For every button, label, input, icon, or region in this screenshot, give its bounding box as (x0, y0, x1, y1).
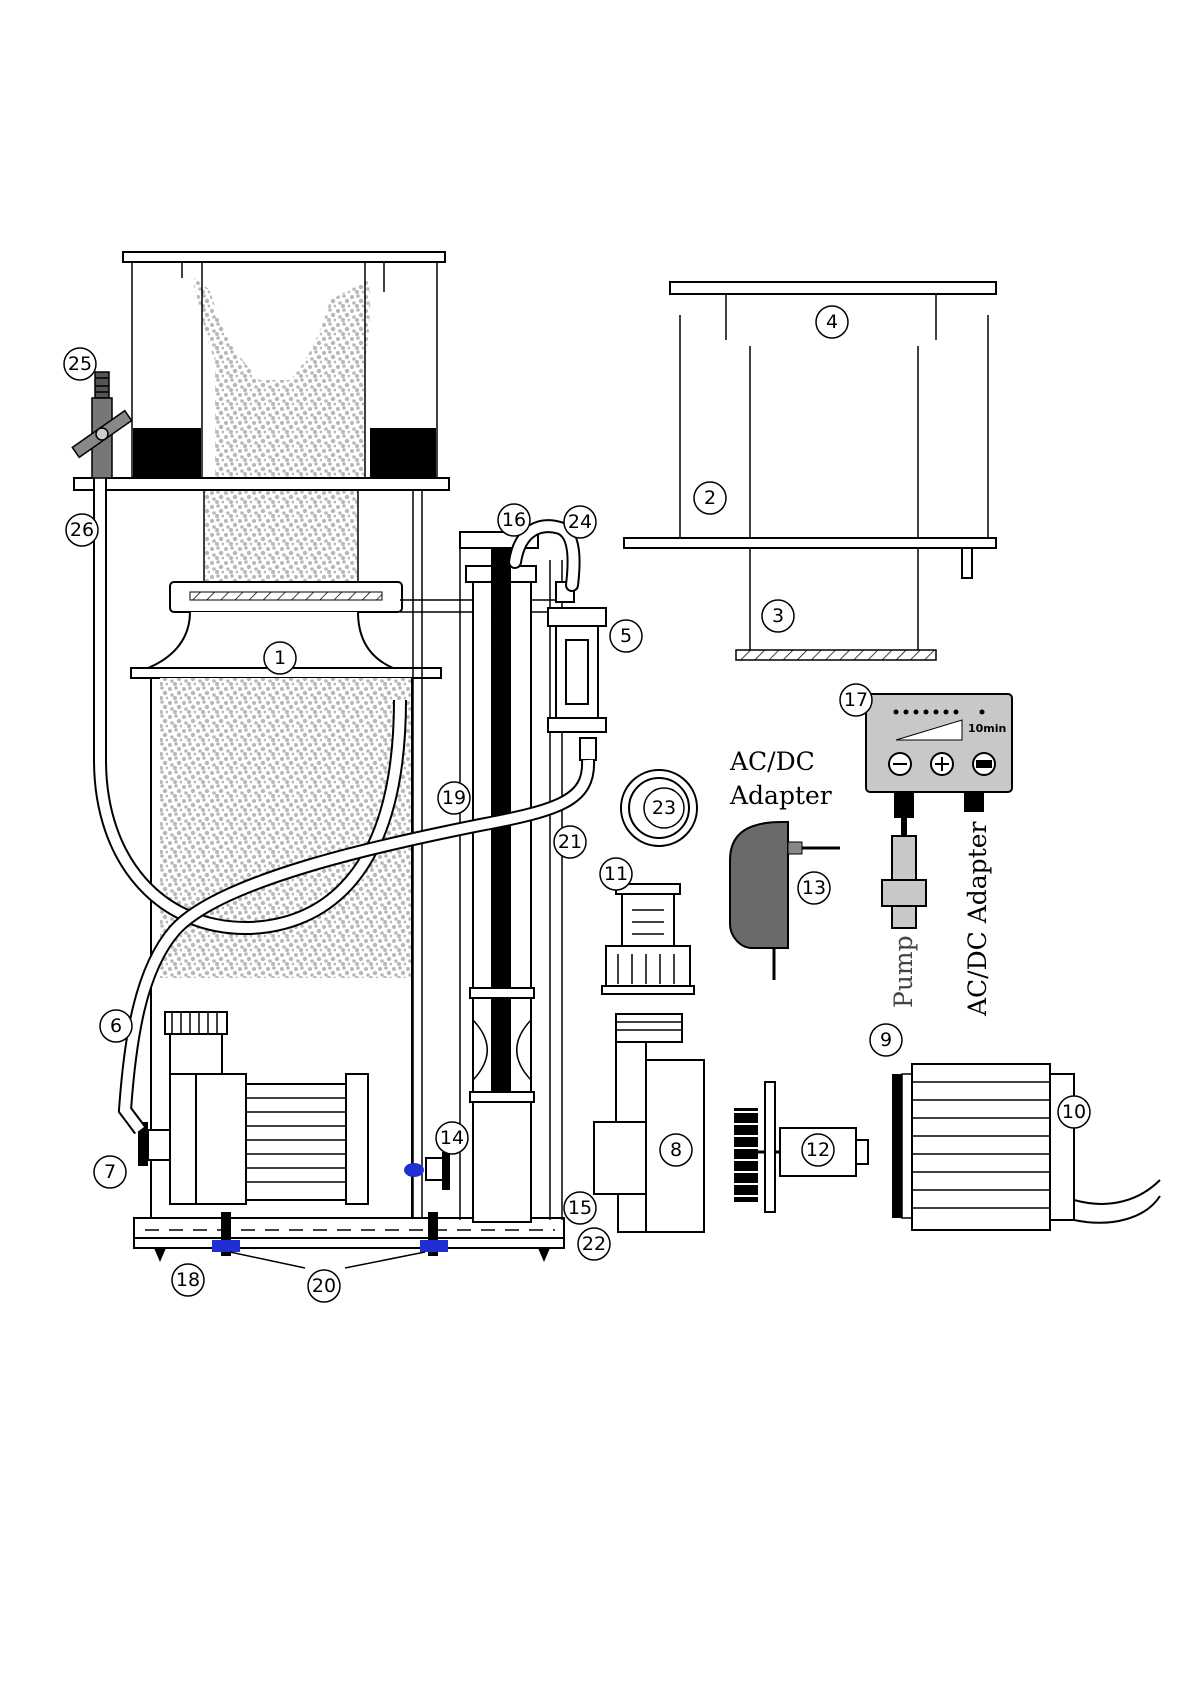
callout-4: 4 (816, 306, 848, 338)
flow-meter (548, 582, 606, 760)
neck-foam (205, 490, 357, 586)
callout-label: 16 (502, 509, 526, 531)
callout-label: 2 (704, 487, 716, 509)
foot-right (538, 1248, 550, 1262)
callout-23: 23 (644, 788, 684, 828)
internal-column (460, 532, 562, 1222)
adapter-caption-line1: AC/DC (729, 747, 815, 776)
callout-14: 14 (436, 1122, 468, 1154)
callout-20: 20 (308, 1270, 340, 1302)
spare-cup (624, 282, 996, 660)
callout-15: 15 (564, 1192, 596, 1224)
controller-timer-label: 10min (968, 722, 1006, 735)
callout-label: 15 (568, 1197, 592, 1219)
callout-25: 25 (64, 348, 96, 380)
callout-24: 24 (564, 506, 596, 538)
callout-19: 19 (438, 782, 470, 814)
pump (138, 1012, 368, 1204)
cup-foam (190, 275, 370, 478)
callout-label: 18 (176, 1269, 200, 1291)
motor-9-10 (892, 1064, 1160, 1230)
cup-lid (123, 252, 445, 262)
callout-10: 10 (1058, 1096, 1090, 1128)
impeller-12 (734, 1082, 868, 1212)
callout-label: 10 (1062, 1101, 1086, 1123)
callout-label: 19 (442, 787, 466, 809)
callout-label: 1 (274, 647, 286, 669)
callout-label: 20 (312, 1275, 336, 1297)
callout-label: 5 (620, 625, 632, 647)
callout-label: 22 (582, 1233, 606, 1255)
callout-1: 1 (264, 642, 296, 674)
callout-label: 24 (568, 511, 592, 533)
callout-22: 22 (578, 1228, 610, 1260)
callout-21: 21 (554, 826, 586, 858)
base-bottom-strip (134, 1238, 564, 1248)
callout-6: 6 (100, 1010, 132, 1042)
neck-gasket-hatch (190, 592, 382, 600)
callout-12: 12 (802, 1134, 834, 1166)
cup-dark-ring-left (133, 428, 201, 478)
callout-17: 17 (840, 684, 872, 716)
callout-label: 21 (558, 831, 582, 853)
callout-8: 8 (660, 1134, 692, 1166)
callout-3: 3 (762, 600, 794, 632)
adapter-caption-line2: Adapter (729, 781, 832, 810)
callout-label: 9 (880, 1029, 892, 1051)
foot-left (154, 1248, 166, 1262)
callout-2: 2 (694, 482, 726, 514)
callout-label: 3 (772, 605, 784, 627)
callout-13: 13 (798, 872, 830, 904)
callout-26: 26 (66, 514, 98, 546)
impeller-cap (602, 884, 694, 994)
cup-base-plate (74, 478, 449, 490)
adapter-vertical-label: AC/DC Adapter (963, 821, 992, 1017)
callout-label: 6 (110, 1015, 122, 1037)
drain-valve (404, 1152, 450, 1190)
pump-label: Pump (889, 935, 918, 1008)
callout-label: 7 (104, 1161, 116, 1183)
callout-label: 4 (826, 311, 838, 333)
callout-label: 25 (68, 353, 92, 375)
callout-7: 7 (94, 1156, 126, 1188)
callout-label: 12 (806, 1139, 830, 1161)
callout-label: 11 (604, 863, 628, 885)
callout-18: 18 (172, 1264, 204, 1296)
callout-11: 11 (600, 858, 632, 890)
callout-9: 9 (870, 1024, 902, 1056)
callout-label: 17 (844, 689, 868, 711)
callout-label: 26 (70, 519, 94, 541)
drain-valve-25 (72, 372, 131, 478)
callout-label: 13 (802, 877, 826, 899)
callout-label: 8 (670, 1139, 682, 1161)
callout-label: 14 (440, 1127, 464, 1149)
callout-label: 23 (652, 797, 676, 819)
callout-5: 5 (610, 620, 642, 652)
pump-housing-8 (594, 1014, 704, 1232)
callout-16: 16 (498, 504, 530, 536)
cup-dark-ring-right (370, 428, 436, 478)
skimmer-assembly (72, 252, 606, 1268)
